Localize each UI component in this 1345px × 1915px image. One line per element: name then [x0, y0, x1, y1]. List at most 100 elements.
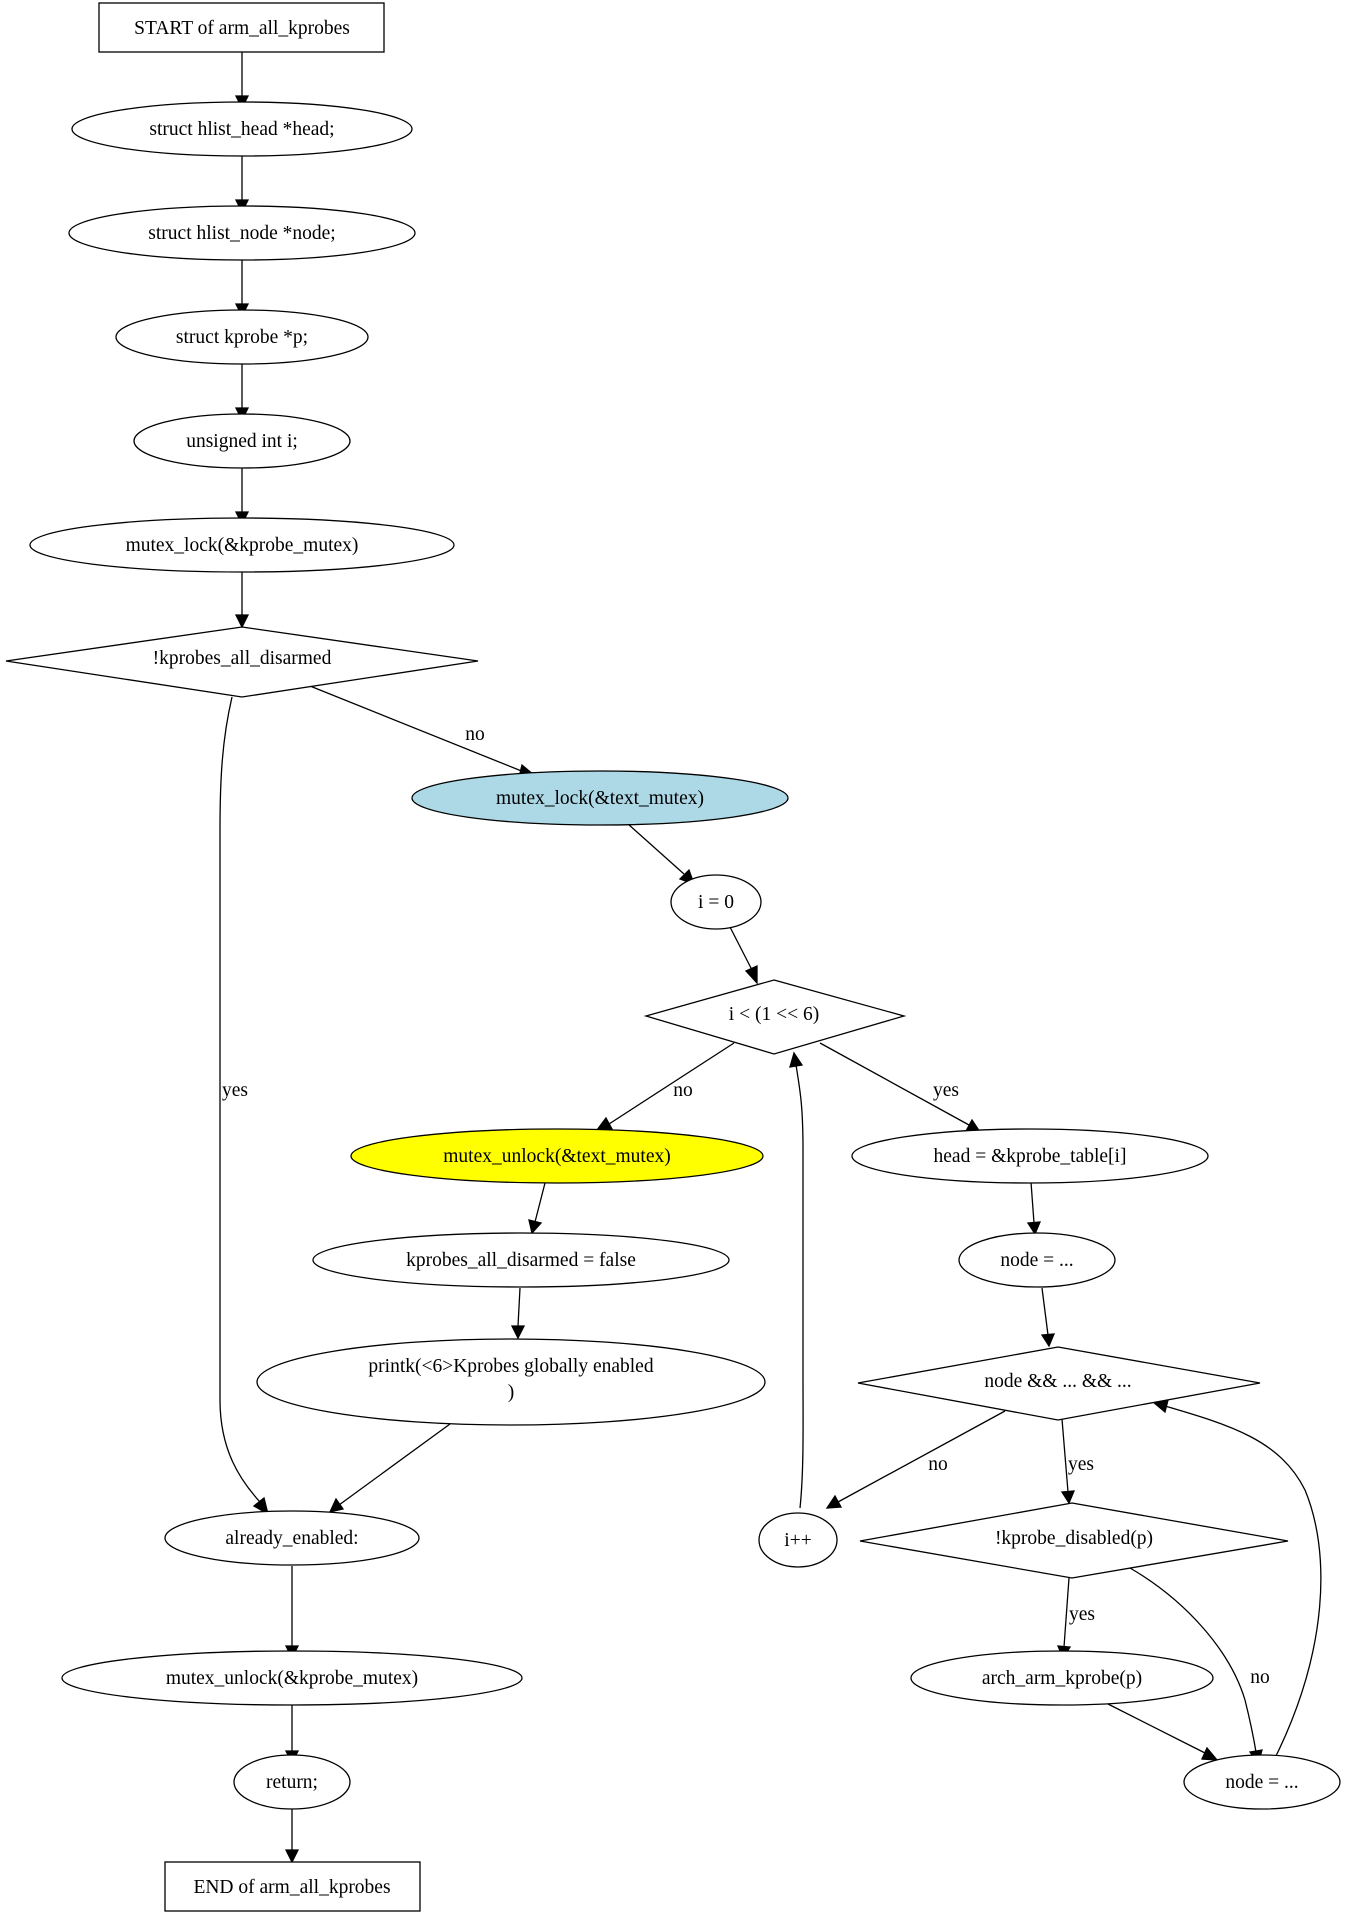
printk-ellipse	[256, 1338, 766, 1426]
edge-label-loop-cond-yes: yes	[933, 1080, 959, 1101]
unlock-text-label: mutex_unlock(&text_mutex)	[443, 1146, 670, 1167]
edge-incr-i-to-loop-cond	[789, 1051, 804, 1509]
arm-probe-ellipse	[910, 1650, 1214, 1706]
printk-label: printk(<6>Kprobes globally enabled	[368, 1356, 653, 1377]
node-decl-head: struct hlist_head *head;	[71, 101, 413, 157]
edge-label-check-disarmed-no: no	[465, 724, 485, 745]
init-i-ellipse	[670, 874, 762, 930]
edge-label-check-disarmed-yes: yes	[222, 1080, 248, 1101]
decl-p-label: struct kprobe *p;	[176, 327, 308, 348]
loop-cond-diamond	[643, 979, 907, 1055]
nodes: START of arm_all_kprobes struct hlist_he…	[5, 2, 1341, 1912]
node-already-enabled: already_enabled:	[164, 1510, 420, 1566]
edge-label-check-probe-no: no	[1250, 1667, 1270, 1688]
node-node-init: node = ...	[958, 1232, 1116, 1288]
return-ellipse	[233, 1754, 351, 1810]
edge-set-disarmed-to-printk	[510, 1287, 526, 1340]
edge-label-node-cond-no: no	[928, 1454, 948, 1475]
node-next-label: node = ...	[1225, 1772, 1298, 1793]
node-set-disarmed: kprobes_all_disarmed = false	[312, 1232, 730, 1288]
arm-probe-label: arch_arm_kprobe(p)	[982, 1668, 1142, 1689]
edge-node-cond-no	[825, 1410, 1006, 1509]
check-disarmed-diamond	[5, 626, 479, 698]
node-incr-i: i++	[758, 1512, 838, 1568]
edge-lock-kprobe-to-check-disarmed	[234, 567, 250, 629]
already-enabled-ellipse	[164, 1510, 420, 1566]
decl-i-ellipse	[133, 413, 351, 469]
edge-check-disarmed-yes	[219, 696, 270, 1516]
node-cond-diamond	[857, 1346, 1261, 1421]
set-disarmed-label: kprobes_all_disarmed = false	[406, 1250, 636, 1271]
edges	[219, 52, 1322, 1864]
edge-init-i-to-loop-cond	[729, 926, 758, 985]
node-arm-probe: arch_arm_kprobe(p)	[910, 1650, 1214, 1706]
printk-label-line2: )	[508, 1382, 515, 1403]
edge-unlock-text-to-set-disarmed	[528, 1182, 546, 1235]
set-head-label: head = &kprobe_table[i]	[934, 1146, 1127, 1167]
start-box	[98, 2, 385, 53]
node-end: END of arm_all_kprobes	[164, 1861, 421, 1912]
edge-lock-text-to-init-i	[627, 823, 696, 886]
edge-unlock-kprobe-to-return	[284, 1705, 300, 1765]
node-init-ellipse	[958, 1232, 1116, 1288]
node-cond-label: node && ... && ...	[984, 1371, 1131, 1392]
edge-labels: no yes no yes no yes yes no	[222, 724, 1270, 1688]
decl-p-ellipse	[115, 309, 369, 365]
lock-kprobe-label: mutex_lock(&kprobe_mutex)	[126, 535, 359, 556]
init-i-label: i = 0	[698, 892, 734, 913]
edge-label-node-cond-yes: yes	[1068, 1454, 1094, 1475]
edge-return-to-end	[284, 1808, 300, 1864]
node-set-head: head = &kprobe_table[i]	[851, 1128, 1209, 1184]
edge-printk-to-already-enabled	[328, 1423, 451, 1513]
edge-set-head-to-node-init	[1026, 1181, 1042, 1236]
node-init-i: i = 0	[670, 874, 762, 930]
node-node-cond: node && ... && ...	[857, 1346, 1261, 1421]
lock-text-label: mutex_lock(&text_mutex)	[496, 788, 704, 809]
edge-node-next-to-node-cond	[1151, 1399, 1322, 1765]
unlock-text-ellipse	[350, 1128, 764, 1184]
decl-node-ellipse	[68, 205, 416, 261]
unlock-kprobe-label: mutex_unlock(&kprobe_mutex)	[166, 1668, 418, 1689]
node-check-disarmed: !kprobes_all_disarmed	[5, 626, 479, 698]
node-printk: printk(<6>Kprobes globally enabled )	[256, 1338, 766, 1426]
edge-arm-probe-to-node-next	[1107, 1703, 1219, 1761]
node-check-probe: !kprobe_disabled(p)	[859, 1502, 1289, 1579]
node-decl-node: struct hlist_node *node;	[68, 205, 416, 261]
decl-head-label: struct hlist_head *head;	[149, 119, 334, 140]
node-lock-kprobe: mutex_lock(&kprobe_mutex)	[29, 517, 455, 573]
node-init-label: node = ...	[1000, 1250, 1073, 1271]
check-disarmed-label: !kprobes_all_disarmed	[153, 648, 332, 669]
edge-node-init-to-node-cond	[1040, 1287, 1056, 1348]
edge-check-disarmed-no	[309, 685, 537, 778]
node-unlock-text: mutex_unlock(&text_mutex)	[350, 1128, 764, 1184]
edge-label-check-probe-yes: yes	[1069, 1604, 1095, 1625]
edge-already-enabled-to-unlock-kprobe	[284, 1566, 300, 1660]
unlock-kprobe-ellipse	[61, 1650, 523, 1706]
edge-decl-node-to-decl-p	[234, 253, 250, 318]
check-probe-diamond	[859, 1502, 1289, 1579]
node-return: return;	[233, 1754, 351, 1810]
decl-head-ellipse	[71, 101, 413, 157]
edge-start-to-decl-head	[234, 52, 250, 110]
node-node-next: node = ...	[1183, 1754, 1341, 1810]
node-loop-cond: i < (1 << 6)	[643, 979, 907, 1055]
set-disarmed-ellipse	[312, 1232, 730, 1288]
incr-i-ellipse	[758, 1512, 838, 1568]
node-start: START of arm_all_kprobes	[98, 2, 385, 53]
node-lock-text: mutex_lock(&text_mutex)	[411, 770, 789, 826]
edge-label-loop-cond-no: no	[673, 1080, 693, 1101]
node-decl-i: unsigned int i;	[133, 413, 351, 469]
node-unlock-kprobe: mutex_unlock(&kprobe_mutex)	[61, 1650, 523, 1706]
return-label: return;	[266, 1772, 318, 1793]
edge-loop-cond-no	[595, 1042, 735, 1131]
set-head-ellipse	[851, 1128, 1209, 1184]
node-next-ellipse	[1183, 1754, 1341, 1810]
lock-text-ellipse	[411, 770, 789, 826]
incr-i-label: i++	[784, 1530, 811, 1551]
check-probe-label: !kprobe_disabled(p)	[995, 1528, 1153, 1549]
decl-i-label: unsigned int i;	[186, 431, 298, 452]
node-decl-p: struct kprobe *p;	[115, 309, 369, 365]
decl-node-label: struct hlist_node *node;	[148, 223, 335, 244]
loop-cond-label: i < (1 << 6)	[729, 1004, 819, 1025]
